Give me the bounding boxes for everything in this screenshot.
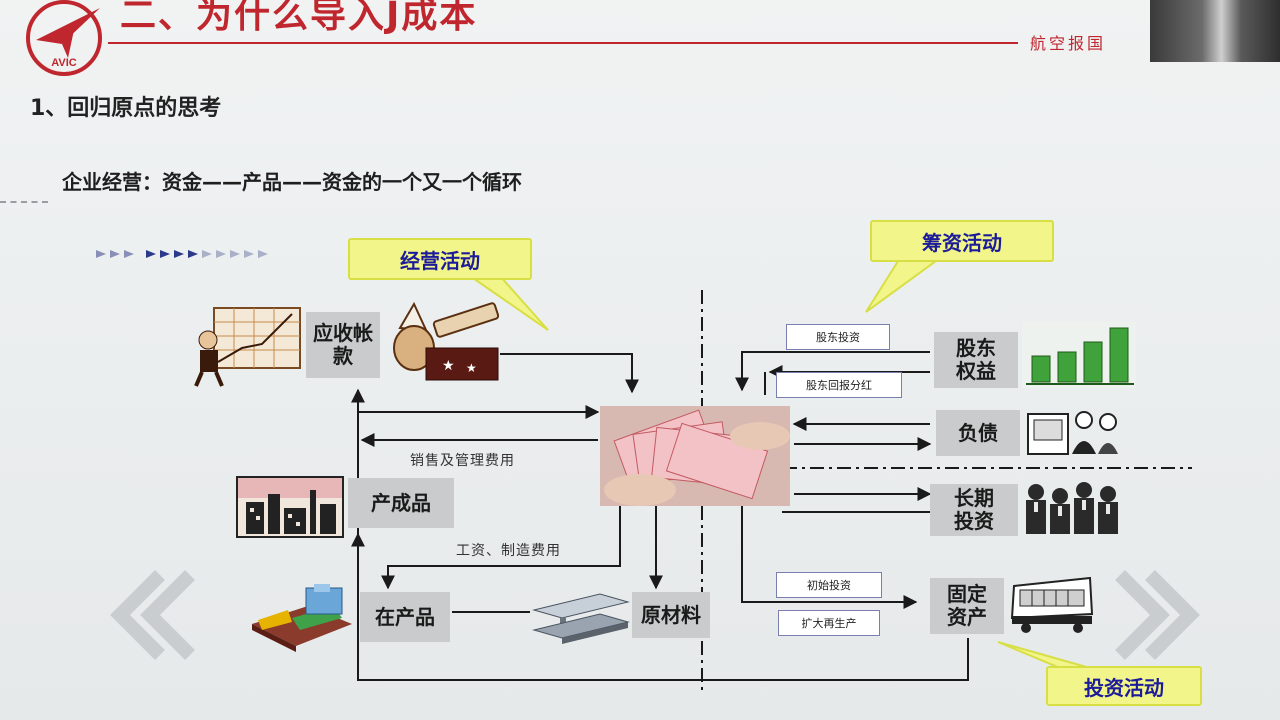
business-people-icon xyxy=(1026,482,1118,534)
node-receivables: 应收帐款 xyxy=(306,312,380,378)
node-finished-goods: 产成品 xyxy=(348,478,454,528)
arrow-shareholder-invest xyxy=(735,351,930,392)
line-bottom-loop xyxy=(357,638,969,681)
callout-financing: 筹资活动 xyxy=(870,220,1054,262)
telescope-icon: ★★ xyxy=(393,301,500,381)
svg-text:★: ★ xyxy=(442,358,455,374)
svg-text:★: ★ xyxy=(466,361,477,375)
arrow-receivables-to-cash xyxy=(500,353,639,394)
steel-beam-icon xyxy=(532,593,630,644)
factory-icon xyxy=(236,476,344,538)
subheading: 1、回归原点的思考 xyxy=(30,96,222,121)
node-equity: 股东权益 xyxy=(934,332,1018,388)
dashed-divider xyxy=(0,201,48,203)
node-lt-investment: 长期投资 xyxy=(930,484,1018,536)
bar-growth-icon xyxy=(1022,322,1136,388)
callout-operating: 经营活动 xyxy=(348,238,532,280)
label-wages-mfg: 工资、制造费用 xyxy=(456,543,561,559)
truck-icon xyxy=(1010,576,1094,633)
logo-text: AVIC xyxy=(51,57,77,69)
photo-thumbnail xyxy=(1150,0,1280,62)
label-sales-admin: 销售及管理费用 xyxy=(410,453,515,469)
callout-investing: 投资活动 xyxy=(1046,666,1202,706)
callout-tail-financing xyxy=(865,257,944,313)
money-cash-icon xyxy=(600,406,790,506)
label-shareholder-invest: 股东投资 xyxy=(786,324,890,350)
label-shareholder-return: 股东回报分红 xyxy=(776,372,902,398)
label-expand-reproduction: 扩大再生产 xyxy=(778,610,880,636)
page-title: 二、为什么导入J成本 xyxy=(120,0,478,36)
node-fixed-assets: 固定资产 xyxy=(930,578,1004,634)
callout-tail-investing xyxy=(997,641,1091,669)
cycle-statement: 企业经营：资金——产品——资金的一个又一个循环 xyxy=(62,170,522,194)
node-liabilities: 负债 xyxy=(936,410,1020,456)
title-divider xyxy=(108,42,1018,44)
arrow-cash-to-fixed xyxy=(741,506,918,609)
label-initial-invest: 初始投资 xyxy=(776,572,882,598)
chevron-decoration xyxy=(96,250,268,258)
motto: 航空报国 xyxy=(1030,34,1107,53)
construction-site-icon xyxy=(252,584,352,652)
avic-logo-icon: AVIC xyxy=(26,0,102,76)
faint-chevrons xyxy=(110,570,1200,660)
arrow-wages-to-wip xyxy=(381,506,621,590)
bank-meeting-icon xyxy=(1027,411,1118,455)
node-wip: 在产品 xyxy=(360,592,450,642)
businessman-chart-icon xyxy=(194,307,301,387)
node-raw-materials: 原材料 xyxy=(632,592,710,638)
